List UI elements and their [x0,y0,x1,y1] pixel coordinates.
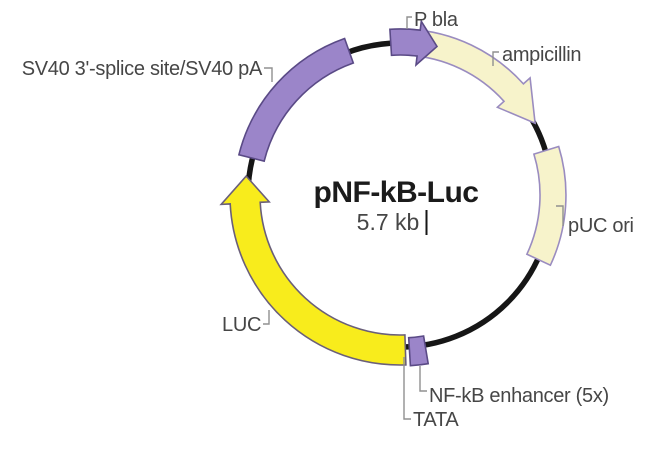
leader-pbla [406,16,412,29]
plasmid-size: 5.7 kb [357,209,420,235]
leader-puc-ori [556,205,564,226]
leader-nfkb-enhancer [419,366,427,392]
leader-tata [403,357,411,420]
label-luc: LUC [222,314,261,336]
label-sv40: SV40 3'-splice site/SV40 pA [22,58,263,80]
label-puc-ori: pUC ori [568,215,634,237]
feature-arc-ampicillin [406,28,537,125]
feature-arc-sv40 [237,37,355,163]
label-ampicillin: ampicillin [502,44,581,66]
feature-arc-nfkb-enhancer [407,335,430,367]
feature-arc-puc-ori [525,145,567,267]
feature-arc-luc [219,174,407,366]
label-pbla: P bla [414,9,459,31]
label-nfkb-enhancer: NF-kB enhancer (5x) [429,385,609,407]
leader-sv40 [264,67,273,82]
leader-luc [263,310,270,325]
feature-arc-pbla [389,18,439,67]
leader-ampicillin [492,51,499,66]
plasmid-title: pNF-kB-Luc [314,176,479,209]
label-tata: TATA [413,409,459,431]
